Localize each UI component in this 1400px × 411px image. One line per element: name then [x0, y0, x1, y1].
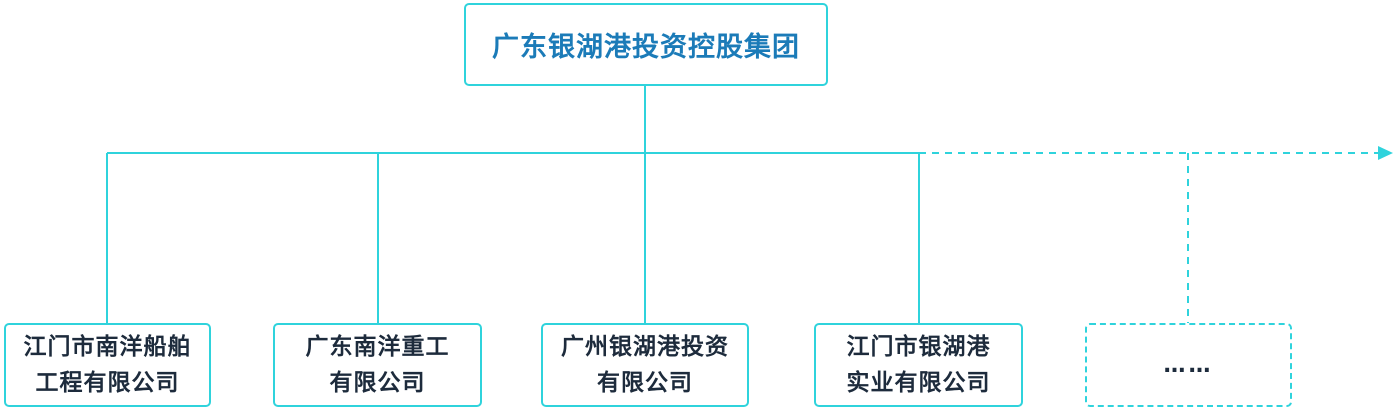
- child-node-2: 广东南洋重工 有限公司: [273, 323, 482, 407]
- root-node-label: 广东银湖港投资控股集团: [492, 32, 800, 63]
- child-node-3: 广州银湖港投资 有限公司: [541, 323, 749, 407]
- child-node-label-line1: 广东南洋重工: [305, 334, 450, 360]
- child-node-label-line1: 江门市南洋船舶: [23, 334, 192, 360]
- child-node-4: 江门市银湖港 实业有限公司: [814, 323, 1023, 407]
- root-node: 广东银湖港投资控股集团: [464, 3, 828, 86]
- child-node-label-line1: 广州银湖港投资: [561, 334, 729, 360]
- child-node-label-line2: 实业有限公司: [846, 370, 991, 396]
- child-node-label-line2: 有限公司: [597, 370, 693, 396]
- more-node: ……: [1085, 323, 1292, 407]
- child-node-1: 江门市南洋船舶 工程有限公司: [4, 323, 211, 407]
- child-node-label-line1: 江门市银湖港: [846, 334, 991, 360]
- arrow-right-icon: [1378, 146, 1393, 160]
- child-node-label-line2: 工程有限公司: [35, 370, 180, 396]
- more-node-label: ……: [1163, 352, 1214, 378]
- child-node-label-line2: 有限公司: [329, 370, 426, 396]
